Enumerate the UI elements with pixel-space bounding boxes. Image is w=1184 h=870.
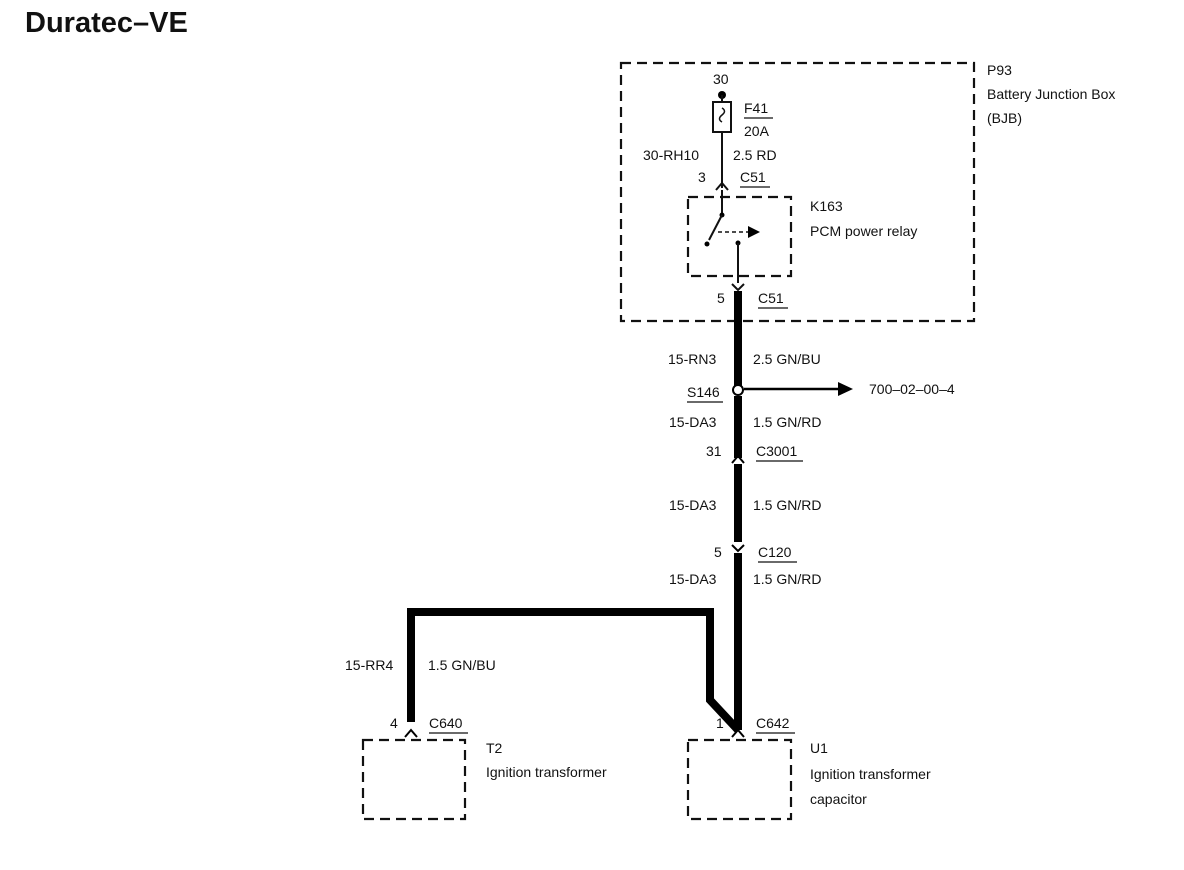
wire-top-circuit: 30-RH10 [643,147,699,163]
connector-chevron-icon [404,728,418,738]
t2-id: T2 [486,740,503,756]
pin-3-label: 3 [698,169,706,185]
u1-id: U1 [810,740,828,756]
connector-chevron-icon [731,454,745,464]
fuse-rating: 20A [744,123,770,139]
wire-15-rr4 [407,608,741,733]
bjb-name: Battery Junction Box [987,86,1115,102]
u1-pin: 1 [716,715,724,731]
relay-switch-arm [708,214,723,241]
bjb-abbrev: (BJB) [987,110,1022,126]
connector-chevron-icon [731,544,745,553]
relay-arrow-icon [748,226,760,238]
connector-chevron-icon [731,283,745,292]
splice-arrow-icon [838,382,853,396]
bjb-id: P93 [987,62,1012,78]
c120-pin: 5 [714,544,722,560]
seg3-circuit: 15-DA3 [669,497,717,513]
bjb-box [619,61,976,323]
t2-name: Ignition transformer [486,764,607,780]
t2-box [361,738,467,821]
connector-chevron-icon [715,181,729,191]
c3001-pin: 31 [706,443,722,459]
seg3-spec: 1.5 GN/RD [753,497,821,513]
seg2-circuit: 15-DA3 [669,414,717,430]
pin-30-label: 30 [713,71,729,87]
fuse-element-icon [718,107,726,123]
wire-top-spec: 2.5 RD [733,147,777,163]
splice-ref: 700–02–00–4 [869,381,955,397]
seg4-spec: 1.5 GN/RD [753,571,821,587]
u1-conn: C642 [756,715,790,731]
u1-name-line1: Ignition transformer [810,766,931,782]
t2-conn: C640 [429,715,463,731]
diagram-title: Duratec–VE [25,7,188,39]
branch-circuit: 15-RR4 [345,657,393,673]
pin-5-label: 5 [717,290,725,306]
seg1-circuit: 15-RN3 [668,351,716,367]
fuse-id: F41 [744,100,768,116]
seg1-spec: 2.5 GN/BU [753,351,821,367]
u1-name-line2: capacitor [810,791,867,807]
conn-c51-top: C51 [740,169,766,185]
relay-box [686,195,793,278]
relay-name: PCM power relay [810,223,917,239]
t2-pin: 4 [390,715,398,731]
c120-label: C120 [758,544,792,560]
splice-id: S146 [687,384,720,400]
branch-spec: 1.5 GN/BU [428,657,496,673]
seg4-circuit: 15-DA3 [669,571,717,587]
splice-s146-dot [732,384,744,396]
relay-pivot-dot [704,241,710,247]
c3001-label: C3001 [756,443,797,459]
u1-box [686,738,793,821]
connector-chevron-icon [731,728,745,738]
conn-c51-bottom: C51 [758,290,784,306]
seg2-spec: 1.5 GN/RD [753,414,821,430]
relay-id: K163 [810,198,843,214]
fuse-f41-symbol [712,101,732,133]
